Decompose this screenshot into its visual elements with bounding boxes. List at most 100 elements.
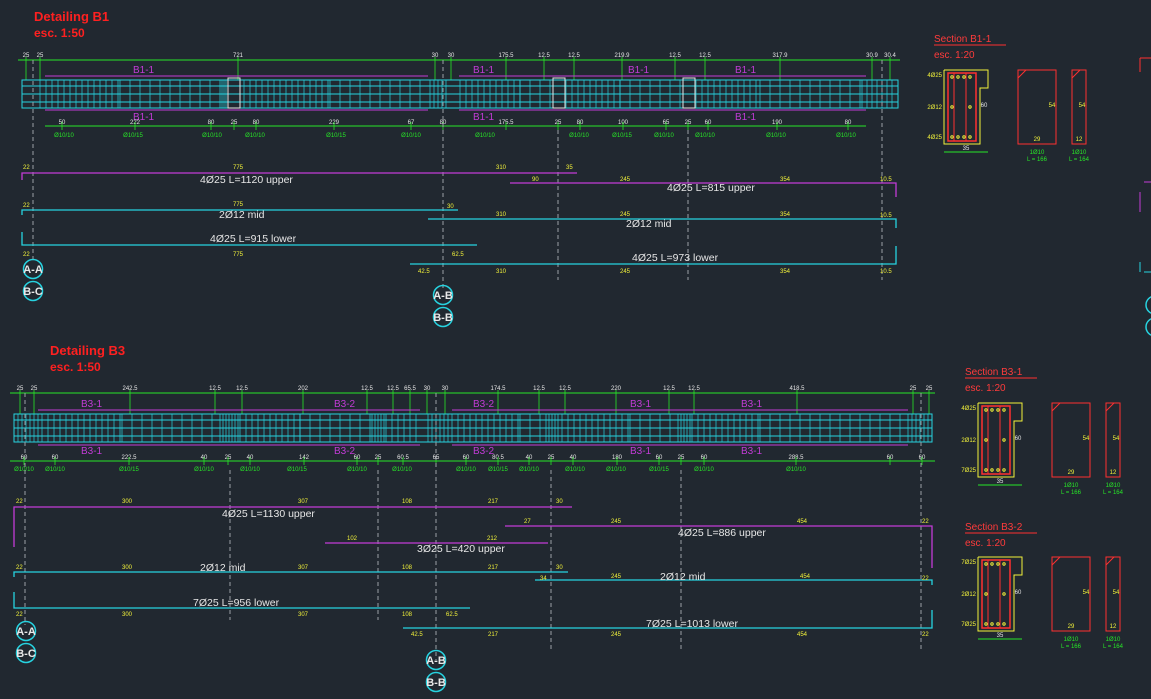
b1-bar-upper-2	[510, 182, 897, 197]
b3-tag-a-a[interactable]: A-A	[15, 620, 37, 642]
b1-tag-a-b[interactable]: A-B	[432, 284, 454, 306]
rebar-dot	[956, 135, 960, 139]
b3-bar-label: 2Ø12 mid	[200, 562, 246, 574]
rebar-dot	[1002, 592, 1006, 596]
b1-scale: esc. 1:50	[34, 26, 85, 40]
stirrup-spacing-label: Ø10/10	[786, 467, 806, 473]
rebar-dot	[1002, 622, 1006, 626]
b1-bar-dim: 10.5	[880, 213, 892, 219]
dimension-label: 12.5	[209, 386, 221, 392]
section-bar-label: 4Ø25	[961, 406, 976, 412]
section-height-label: 60	[1015, 436, 1022, 442]
b3-tag-b-c[interactable]: B-C	[15, 642, 37, 664]
section-bar-label: 2Ø12	[961, 438, 976, 444]
dimension-label: 25	[37, 53, 44, 59]
dimension-label: 202	[298, 386, 309, 392]
b3-bar-mid-1	[13, 571, 568, 577]
b1-section-mark: B1-1	[133, 65, 155, 76]
b1-section-mark: B1-1	[735, 65, 757, 76]
b1-tag-b-b[interactable]: B-B	[432, 306, 454, 328]
stirrup-spacing-label: Ø10/10	[475, 133, 495, 139]
rebar-dot	[968, 105, 972, 109]
dimension-label: 220	[611, 386, 622, 392]
rebar-dot	[996, 622, 1000, 626]
b3-tag-a-b[interactable]: A-B	[425, 649, 447, 671]
b1-bar-dim: 10.5	[880, 177, 892, 183]
rebar-dot	[956, 75, 960, 79]
b1-bar-dim: 10.5	[880, 269, 892, 275]
b3-bar-dim: 212	[487, 536, 498, 542]
stirrup-dim: 54	[1113, 590, 1120, 596]
stirrup-spacing-label: Ø10/15	[287, 467, 307, 473]
stirrup-spacing-label: Ø10/10	[766, 133, 786, 139]
stirrup-spacing-label: Ø10/10	[565, 467, 585, 473]
b1-bar-dim: 245	[620, 212, 631, 218]
stirrup-spacing-label: Ø10/15	[488, 467, 508, 473]
dimension-label: 12.5	[568, 53, 580, 59]
dimension-label: 25	[926, 386, 933, 392]
b3-tag-b-b[interactable]: B-B	[425, 671, 447, 693]
b3-bar-dim: 217	[488, 499, 499, 505]
stirrup-label: L = 164	[1103, 644, 1124, 650]
rebar-dot	[968, 135, 972, 139]
stirrup-label: 1Ø10	[1106, 483, 1121, 489]
stirrup-dim: 29	[1034, 137, 1041, 143]
stirrup-spacing-label: Ø10/15	[119, 467, 139, 473]
b3-bar-dim: 245	[611, 519, 622, 525]
dimension-label: 174.5	[490, 386, 506, 392]
b1-title: Detailing B1	[34, 9, 109, 24]
section-width-label: 35	[997, 633, 1004, 639]
stirrup-shape	[1105, 556, 1121, 632]
dimension-label: 12.5	[387, 386, 399, 392]
svg-text:B-B: B-B	[433, 312, 453, 324]
b1-bar-mid-2	[428, 218, 897, 228]
b3-bar-lower-1	[13, 592, 470, 609]
b3-bar-dim: 307	[298, 499, 309, 505]
section-stirrup	[981, 559, 1011, 629]
rebar-dot	[950, 75, 954, 79]
stirrup-label: 1Ø10	[1072, 150, 1087, 156]
section-outline	[977, 556, 1023, 632]
rebar-dot	[950, 105, 954, 109]
b1-bar-dim: 775	[233, 165, 244, 171]
b3-scale: esc. 1:50	[50, 360, 101, 374]
stirrup-spacing-label: Ø10/10	[606, 467, 626, 473]
rebar-dot	[1002, 408, 1006, 412]
rebar-dot	[996, 562, 1000, 566]
b3-bar-dim: 30	[556, 565, 563, 571]
offscreen-drawing-fragment	[1139, 57, 1151, 336]
section-stirrup	[981, 405, 1011, 475]
b3-bar-dim: 300	[122, 565, 133, 571]
b1-bar-dim: 354	[780, 269, 791, 275]
dimension-label: 30.4	[884, 53, 896, 59]
rebar-dot	[984, 468, 988, 472]
dimension-label: 12.5	[236, 386, 248, 392]
stirrup-spacing-label: Ø10/10	[194, 467, 214, 473]
stirrup-shape	[1051, 402, 1091, 478]
dimension-label: 418.5	[789, 386, 805, 392]
dimension-label: 12.5	[663, 386, 675, 392]
b3-bar-dim: 42.5	[411, 632, 423, 638]
b1-bar-lower-1	[21, 232, 477, 246]
b3-bar-dim: 217	[488, 632, 499, 638]
b1-bar-dim: 310	[496, 165, 507, 171]
b3-bar-dim: 307	[298, 612, 309, 618]
b3-section-mark: B3-1	[741, 399, 763, 410]
b3-bar-upper-1	[13, 506, 572, 547]
section-bar-label: 7Ø25	[961, 468, 976, 474]
b1-tag-a-a[interactable]: A-A	[22, 258, 44, 280]
rebar-dot	[1002, 468, 1006, 472]
rebar-dot	[968, 75, 972, 79]
stirrup-spacing-label: Ø10/10	[695, 133, 715, 139]
rebar-dot	[984, 622, 988, 626]
b1-tag-b-c[interactable]: B-C	[22, 280, 44, 302]
b1-bar-dim: 245	[620, 177, 631, 183]
dimension-label: 242.5	[122, 386, 138, 392]
b3-bar-dim: 307	[298, 565, 309, 571]
